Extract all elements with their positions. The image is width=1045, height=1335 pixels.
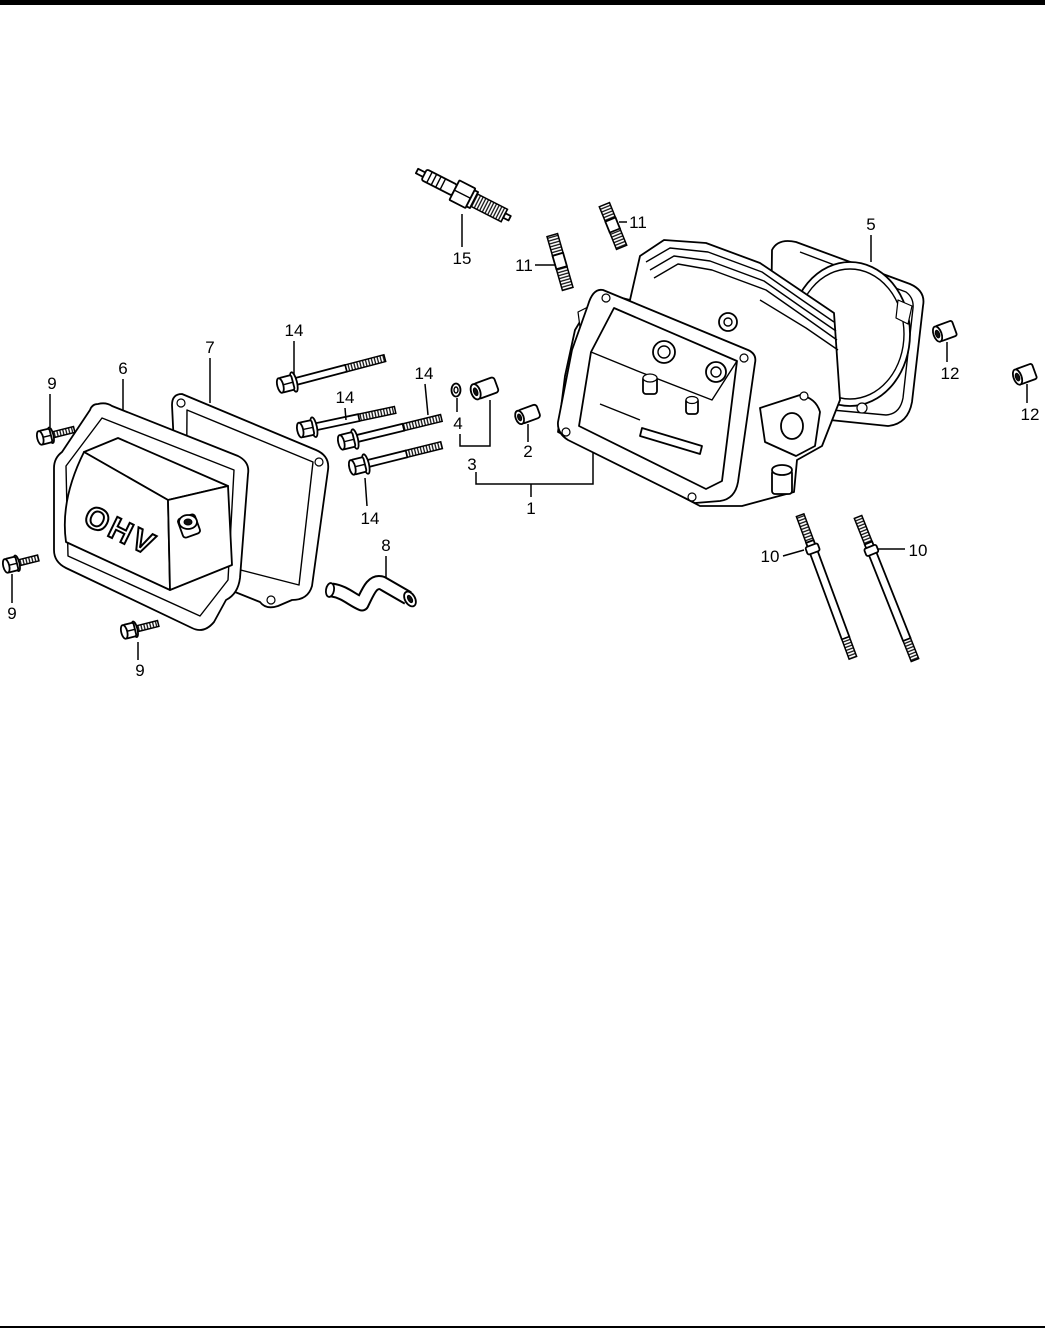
spark-plug — [412, 161, 515, 228]
callout-cover: 6 — [118, 359, 127, 378]
callout-collar-right-b: 12 — [1021, 405, 1040, 424]
breather-tube — [325, 582, 418, 608]
callout-stud-bolt-right: 10 — [909, 541, 928, 560]
callout-bolt-cover-top: 9 — [47, 374, 56, 393]
collar-right-a — [931, 320, 957, 343]
callout-bolt-long-top: 14 — [285, 321, 304, 340]
stud-bolt-right — [852, 515, 921, 663]
bolt-cover-left — [1, 550, 40, 574]
bottom-rule — [0, 1326, 1045, 1328]
callout-washer: 4 — [453, 414, 462, 433]
head-screw — [719, 313, 737, 331]
stud-bolt-left — [794, 513, 859, 660]
callout-stud-upper: 11 — [629, 213, 647, 232]
top-rule — [0, 0, 1045, 5]
callout-cylinder-head: 1 — [526, 499, 535, 518]
bolt-long-top — [275, 348, 387, 396]
callout-head-gasket: 5 — [866, 215, 875, 234]
callout-stud-lower: 11 — [515, 256, 533, 275]
stud-upper — [599, 203, 626, 250]
callout-bolt-long-bottom: 14 — [361, 509, 380, 528]
callout-cover-gasket: 7 — [205, 338, 214, 357]
callout-collar-right-a: 12 — [941, 364, 960, 383]
stud-lower — [547, 234, 573, 291]
callout-breather-tube: 8 — [381, 536, 390, 555]
washer — [452, 384, 461, 397]
callout-bolt-cover-bottom: 9 — [135, 661, 144, 680]
callout-bolt-cover-left: 9 — [7, 604, 16, 623]
dowel-pin — [513, 404, 540, 425]
rocker-boss — [706, 362, 726, 382]
callout-stud-bolt-left: 10 — [761, 547, 780, 566]
callout-bolt-long-right: 14 — [415, 364, 434, 383]
callout-spark-plug: 15 — [453, 249, 472, 268]
rocker-boss — [653, 341, 675, 363]
bolt-cover-bottom — [119, 616, 160, 641]
callout-collar-set: 3 — [467, 455, 476, 474]
collar — [469, 377, 499, 401]
collar-right-b — [1011, 363, 1037, 386]
callout-dowel: 2 — [523, 442, 532, 461]
callout-bolt-long-mid: 14 — [336, 388, 355, 407]
